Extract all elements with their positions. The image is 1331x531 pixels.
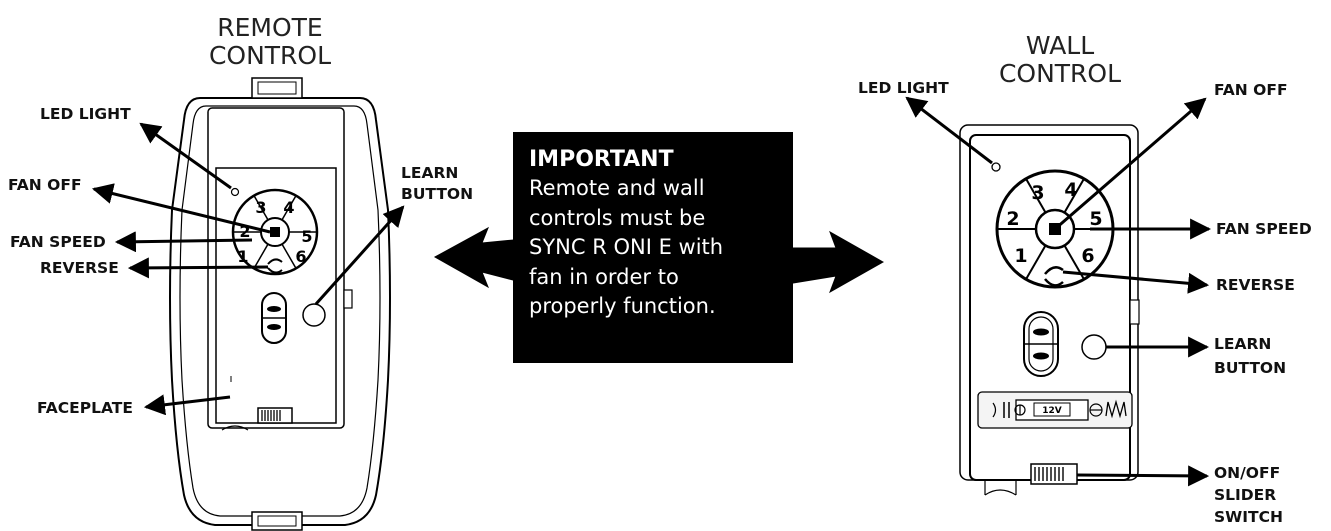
wall-slider-line1: ON/OFF xyxy=(1214,464,1281,482)
left-pointing-big-arrow xyxy=(433,226,514,289)
important-line-5: properly function. xyxy=(529,294,716,319)
wall-control-illustration xyxy=(959,124,1140,496)
important-line-3: SYNC R ONI E with xyxy=(529,235,724,260)
remote-title-line1: REMOTE xyxy=(217,13,323,42)
wall-learn-button[interactable] xyxy=(1081,334,1107,360)
important-heading: IMPORTANT xyxy=(529,147,674,172)
wall-learn-line2: BUTTON xyxy=(1214,359,1287,377)
wall-side-tab xyxy=(1129,299,1140,325)
remote-side-tab xyxy=(343,289,353,309)
wall-speed-3[interactable]: 3 xyxy=(1031,182,1044,204)
wall-label-led-light: LED LIGHT xyxy=(858,79,949,97)
remote-label-learn-button: LEARN BUTTON xyxy=(401,163,473,205)
wall-led xyxy=(991,162,1001,172)
right-pointing-big-arrow xyxy=(792,230,885,294)
remote-label-fan-speed: FAN SPEED xyxy=(10,233,106,251)
wall-slider-line2: SLIDER xyxy=(1214,486,1277,504)
wall-control-title: WALL CONTROL xyxy=(995,32,1125,88)
wall-battery-label: 12V xyxy=(1042,406,1062,416)
wall-title-line2: CONTROL xyxy=(998,59,1122,88)
important-line-1: Remote and wall xyxy=(529,176,705,200)
remote-label-faceplate: FACEPLATE xyxy=(37,399,133,417)
wall-speed-4[interactable]: 4 xyxy=(1064,179,1077,201)
remote-speed-5[interactable]: 5 xyxy=(301,227,312,246)
important-line-2: controls must be xyxy=(529,205,706,230)
wall-label-fan-off: FAN OFF xyxy=(1214,81,1288,99)
remote-bottom-clip xyxy=(251,511,303,531)
wall-label-learn-button: LEARN BUTTON xyxy=(1214,332,1286,380)
wall-slider-switch[interactable] xyxy=(1030,463,1078,485)
remote-learn-line2: BUTTON xyxy=(401,185,474,203)
remote-label-reverse: REVERSE xyxy=(40,259,119,277)
remote-reverse-icon[interactable] xyxy=(267,258,283,274)
wall-label-slider-switch: ON/OFF SLIDER SWITCH xyxy=(1214,462,1283,528)
remote-label-fan-off: FAN OFF xyxy=(8,176,82,194)
wall-speed-6[interactable]: 6 xyxy=(1081,245,1094,267)
remote-speed-1[interactable]: 1 xyxy=(237,247,248,266)
remote-outer-shell xyxy=(169,97,391,526)
wall-slider-line3: SWITCH xyxy=(1214,508,1283,526)
remote-learn-button[interactable] xyxy=(302,303,326,327)
remote-top-clip xyxy=(251,77,303,99)
remote-fan-off-button[interactable] xyxy=(270,227,280,237)
remote-inner-shell xyxy=(179,105,381,517)
remote-speed-6[interactable]: 6 xyxy=(295,247,306,266)
important-notice-box: IMPORTANT Remote and wall controls must … xyxy=(513,132,793,363)
remote-speed-dial[interactable] xyxy=(231,188,319,276)
remote-label-led-light: LED LIGHT xyxy=(40,105,131,123)
wall-learn-line1: LEARN xyxy=(1214,335,1272,353)
wall-label-fan-speed: FAN SPEED xyxy=(1216,220,1312,238)
wall-speed-numbers: 3 4 5 2 1 6 xyxy=(1006,179,1102,267)
remote-control-illustration xyxy=(169,77,391,531)
remote-speed-3[interactable]: 3 xyxy=(255,198,266,217)
wall-speed-5[interactable]: 5 xyxy=(1089,208,1102,230)
remote-control-title: REMOTE CONTROL xyxy=(195,14,345,70)
wall-title-line1: WALL xyxy=(1025,31,1095,60)
remote-speed-2[interactable]: 2 xyxy=(239,222,250,241)
wall-leader-arrows xyxy=(905,96,1212,487)
wall-speed-1[interactable]: 1 xyxy=(1014,245,1027,267)
wall-reverse-icon[interactable] xyxy=(1044,266,1064,287)
remote-speed-numbers: 3 4 5 2 1 6 xyxy=(237,198,312,266)
important-line-4: fan in order to xyxy=(529,264,679,289)
wall-label-reverse: REVERSE xyxy=(1216,276,1295,294)
wall-speed-2[interactable]: 2 xyxy=(1006,208,1019,230)
remote-leader-arrows xyxy=(91,122,405,416)
remote-title-line2: CONTROL xyxy=(208,41,332,70)
remote-speed-4[interactable]: 4 xyxy=(283,198,294,217)
remote-learn-line1: LEARN xyxy=(401,164,459,182)
remote-led xyxy=(230,187,240,197)
remote-slider-switch[interactable] xyxy=(257,407,293,424)
